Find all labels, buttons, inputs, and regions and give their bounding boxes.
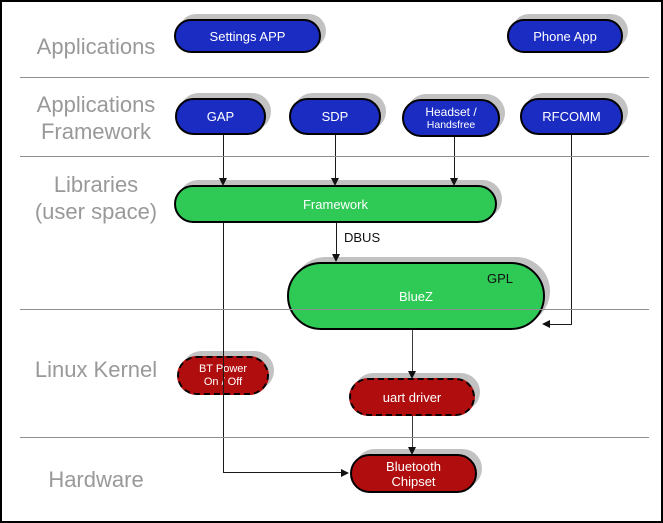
layer-label-linux-kernel: Linux Kernel — [12, 356, 180, 383]
layer-label-text: (user space) — [34, 199, 158, 224]
node-sdp: SDP — [289, 98, 381, 135]
node-settings-app: Settings APP — [174, 19, 321, 53]
node-label: Headset / — [425, 105, 477, 119]
node-label: uart driver — [382, 389, 442, 405]
edge-framework-bluez-arrowhead — [332, 254, 340, 262]
node-framework: Framework — [174, 185, 497, 223]
node-gap: GAP — [175, 98, 266, 135]
edge-uart-chipset-line — [412, 416, 413, 448]
edge-headset-framework-line — [454, 137, 455, 179]
layer-divider-4 — [20, 437, 649, 438]
edge-framework-bluez-line — [336, 223, 337, 255]
node-label: RFCOMM — [542, 109, 601, 124]
layer-label-applications: Applications — [12, 33, 180, 60]
edge-framework-chipset-arrowhead — [341, 469, 349, 477]
gpl-annotation: GPL — [486, 271, 513, 286]
node-uart-driver: uart driver — [349, 378, 475, 416]
node-label: Chipset — [391, 473, 436, 489]
edge-gap-framework-line — [223, 135, 224, 179]
node-phone-app: Phone App — [507, 19, 623, 53]
edge-sdp-framework-line — [335, 135, 336, 179]
layer-divider-2 — [20, 156, 649, 157]
node-headset-handsfree: Headset / Handsfree — [402, 99, 500, 137]
node-label: SDP — [321, 109, 349, 124]
layer-label-text: Libraries — [53, 172, 139, 197]
node-rfcomm: RFCOMM — [520, 98, 623, 135]
node-bluez: BlueZ GPL — [287, 262, 545, 330]
edge-rfcomm-bluez-arrowhead — [542, 320, 550, 328]
node-label: Bluetooth — [386, 458, 441, 474]
edge-rfcomm-bluez-hline — [549, 324, 572, 325]
node-label: Framework — [302, 196, 368, 212]
layer-label-text: Linux Kernel — [34, 357, 158, 382]
layer-label-libraries: Libraries (user space) — [12, 171, 180, 225]
node-label: Handsfree — [426, 119, 476, 131]
node-label: Phone App — [533, 28, 597, 44]
edge-rfcomm-bluez-vline — [571, 135, 572, 325]
node-label: Settings APP — [209, 28, 286, 44]
layer-label-text: Applications — [36, 34, 156, 59]
layer-label-text: Hardware — [48, 467, 144, 492]
edge-sdp-framework-arrowhead — [331, 178, 339, 186]
layer-label-applications-framework: Applications Framework — [12, 91, 180, 145]
edge-bluez-uart-arrowhead — [408, 371, 416, 379]
node-bluetooth-chipset: Bluetooth Chipset — [350, 454, 477, 493]
edge-framework-chipset-vline — [223, 223, 224, 473]
edge-bluez-uart-line — [412, 330, 413, 372]
layer-label-text: Framework — [40, 119, 151, 144]
edge-framework-chipset-hline — [223, 472, 342, 473]
layer-label-text: Applications — [36, 92, 156, 117]
node-label: GAP — [206, 109, 235, 124]
node-label: BlueZ — [399, 288, 433, 304]
dbus-edge-label: DBUS — [344, 230, 381, 245]
edge-uart-chipset-arrowhead — [408, 447, 416, 455]
layer-divider-3 — [20, 309, 649, 310]
layer-label-hardware: Hardware — [12, 466, 180, 493]
edge-headset-framework-arrowhead — [450, 178, 458, 186]
edge-gap-framework-arrowhead — [219, 178, 227, 186]
layer-divider-1 — [20, 77, 649, 78]
